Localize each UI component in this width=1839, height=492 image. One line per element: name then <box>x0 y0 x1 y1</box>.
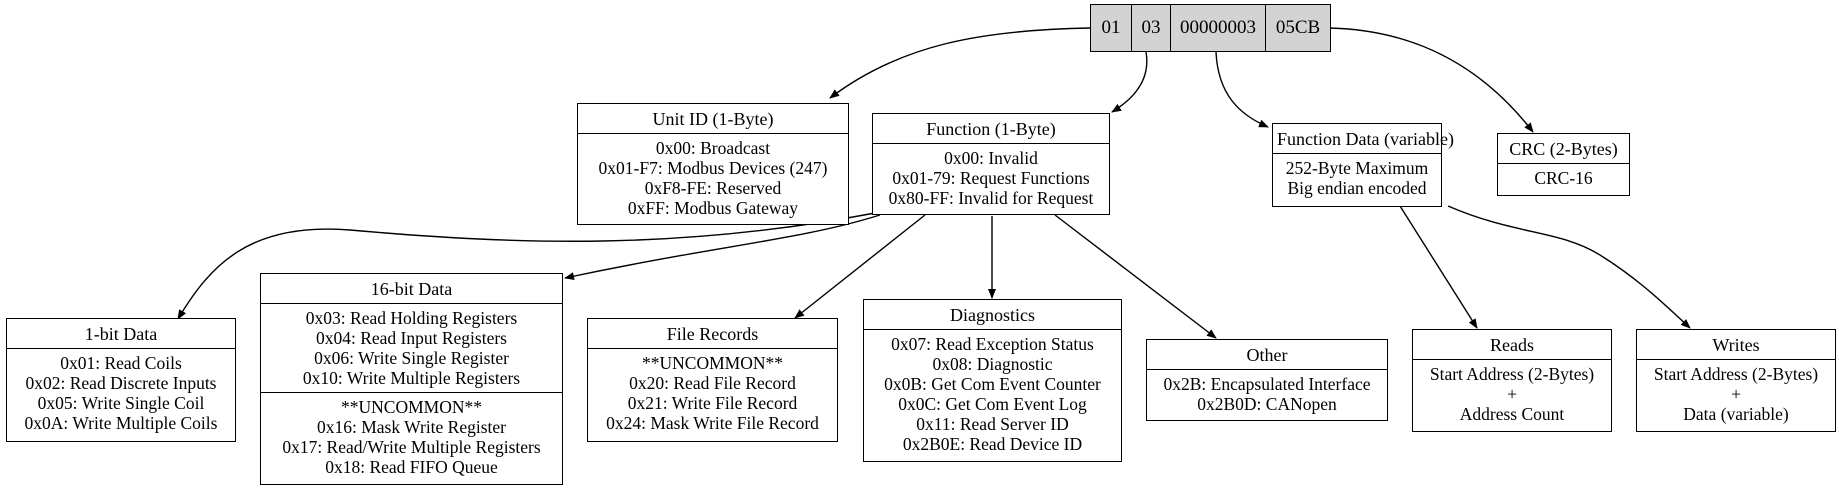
crc-node: CRC (2-Bytes) CRC-16 <box>1497 133 1630 196</box>
node-line: 0x0C: Get Com Event Log <box>898 394 1087 414</box>
node-line: **UNCOMMON** <box>341 397 482 417</box>
node-line: 0x16: Mask Write Register <box>316 417 506 437</box>
node-line: Address Count <box>1459 404 1565 424</box>
node-line: 0x2B0D: CANopen <box>1197 394 1337 414</box>
node-title: CRC (2-Bytes) <box>1498 134 1629 164</box>
frame-field-crc: 05CB <box>1265 5 1330 51</box>
node-line: 0x20: Read File Record <box>629 373 796 393</box>
node-section: 252-Byte Maximum Big endian encoded <box>1273 154 1441 202</box>
node-line: 0x2B: Encapsulated Interface <box>1163 374 1371 394</box>
node-line: 0x21: Write File Record <box>627 393 798 413</box>
node-line: Big endian encoded <box>1287 178 1427 198</box>
node-title: Unit ID (1-Byte) <box>578 104 848 134</box>
function-data-node: Function Data (variable) 252-Byte Maximu… <box>1272 123 1454 207</box>
node-section: CRC-16 <box>1498 164 1629 192</box>
writes-node: Writes Start Address (2-Bytes) + Data (v… <box>1636 329 1836 432</box>
reads-node: Reads Start Address (2-Bytes) + Address … <box>1412 329 1612 432</box>
node-section: **UNCOMMON** 0x20: Read File Record 0x21… <box>588 349 837 437</box>
node-line: 0xF8-FE: Reserved <box>644 178 782 198</box>
edge-packet-function <box>1111 51 1148 113</box>
node-line: 0x01-F7: Modbus Devices (247) <box>598 158 828 178</box>
node-section: 0x07: Read Exception Status 0x08: Diagno… <box>864 330 1121 458</box>
frame-field-unit-id: 01 <box>1101 17 1121 38</box>
edge-packet-crc <box>1328 27 1534 133</box>
node-line: 0x01-79: Request Functions <box>892 168 1090 188</box>
node-title: Function Data (variable) <box>1273 124 1454 154</box>
file-records-node: File Records **UNCOMMON** 0x20: Read Fil… <box>587 318 838 442</box>
node-line: 0x03: Read Holding Registers <box>305 308 518 328</box>
node-line: 0x24: Mask Write File Record <box>606 413 819 433</box>
node-line: 0x04: Read Input Registers <box>315 328 507 348</box>
node-title: 16-bit Data <box>261 274 562 304</box>
node-line: 0x06: Write Single Register <box>314 348 509 368</box>
node-title: Reads <box>1413 330 1611 360</box>
node-line: 0x00: Invalid <box>944 148 1038 168</box>
node-line: **UNCOMMON** <box>642 353 783 373</box>
unit-id-node: Unit ID (1-Byte) 0x00: Broadcast 0x01-F7… <box>577 103 849 225</box>
node-line: CRC-16 <box>1534 168 1593 188</box>
node-title: Diagnostics <box>864 300 1121 330</box>
node-line: 0x17: Read/Write Multiple Registers <box>282 437 541 457</box>
node-line: 0x2B0E: Read Device ID <box>902 434 1083 454</box>
edge-function-file-records <box>794 214 926 319</box>
node-title: Function (1-Byte) <box>873 114 1109 144</box>
node-line: + <box>1507 384 1517 404</box>
edge-function-data-writes <box>1447 205 1691 329</box>
node-title: Other <box>1147 340 1387 370</box>
node-line: Data (variable) <box>1683 404 1789 424</box>
node-line: 0xFF: Modbus Gateway <box>627 198 799 218</box>
edge-function-1bit <box>177 212 876 320</box>
node-line: 0x02: Read Discrete Inputs <box>25 373 217 393</box>
node-title: 1-bit Data <box>7 319 235 349</box>
node-line: 0x05: Write Single Coil <box>37 393 205 413</box>
node-line: 0x18: Read FIFO Queue <box>325 457 498 477</box>
node-line: 0x0A: Write Multiple Coils <box>24 413 218 433</box>
node-section: 0x03: Read Holding Registers 0x04: Read … <box>261 304 562 392</box>
node-line: Start Address (2-Bytes) <box>1429 364 1595 384</box>
node-line: Start Address (2-Bytes) <box>1653 364 1819 384</box>
node-title: File Records <box>588 319 837 349</box>
node-section: 0x2B: Encapsulated Interface 0x2B0D: CAN… <box>1147 370 1387 418</box>
node-section: 0x01: Read Coils 0x02: Read Discrete Inp… <box>7 349 235 437</box>
node-line: + <box>1731 384 1741 404</box>
other-node: Other 0x2B: Encapsulated Interface 0x2B0… <box>1146 339 1388 421</box>
edge-function-other <box>1054 214 1217 339</box>
edge-packet-function-data <box>1215 51 1269 128</box>
node-line: 0x08: Diagnostic <box>932 354 1053 374</box>
node-section: 0x00: Invalid 0x01-79: Request Functions… <box>873 144 1109 212</box>
node-line: 0x80-FF: Invalid for Request <box>888 188 1094 208</box>
frame-field-function: 03 <box>1131 5 1170 51</box>
edge-packet-unit-id <box>829 27 1091 99</box>
sixteen-bit-data-node: 16-bit Data 0x03: Read Holding Registers… <box>260 273 563 485</box>
node-section: 0x00: Broadcast 0x01-F7: Modbus Devices … <box>578 134 848 222</box>
one-bit-data-node: 1-bit Data 0x01: Read Coils 0x02: Read D… <box>6 318 236 442</box>
diagnostics-node: Diagnostics 0x07: Read Exception Status … <box>863 299 1122 462</box>
node-section: Start Address (2-Bytes) + Data (variable… <box>1637 360 1835 428</box>
modbus-frame-record: 01 03 00000003 05CB <box>1090 4 1331 52</box>
node-line: 252-Byte Maximum <box>1285 158 1429 178</box>
edge-function-data-reads <box>1399 205 1478 329</box>
frame-field-data: 00000003 <box>1170 5 1265 51</box>
function-node: Function (1-Byte) 0x00: Invalid 0x01-79:… <box>872 113 1110 215</box>
node-line: 0x0B: Get Com Event Counter <box>884 374 1101 394</box>
node-section: **UNCOMMON** 0x16: Mask Write Register 0… <box>261 392 562 481</box>
node-section: Start Address (2-Bytes) + Address Count <box>1413 360 1611 428</box>
node-line: 0x07: Read Exception Status <box>891 334 1094 354</box>
node-title: Writes <box>1637 330 1835 360</box>
node-line: 0x10: Write Multiple Registers <box>302 368 521 388</box>
node-line: 0x11: Read Server ID <box>916 414 1069 434</box>
node-line: 0x01: Read Coils <box>60 353 182 373</box>
node-line: 0x00: Broadcast <box>655 138 771 158</box>
